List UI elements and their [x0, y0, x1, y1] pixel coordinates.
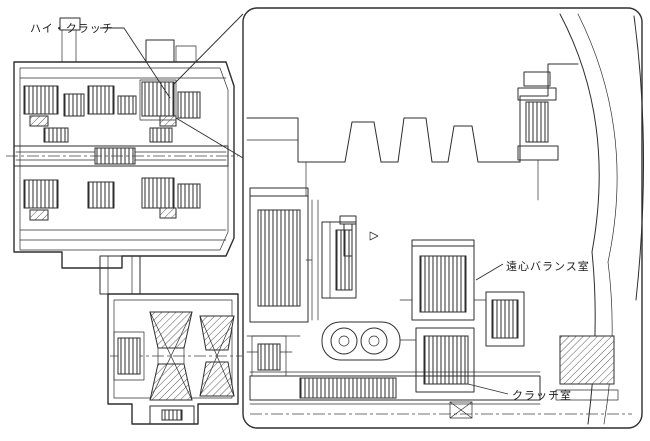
transmission-overview-section: [6, 17, 242, 425]
high-clutch-detail: [249, 187, 309, 323]
high-clutch-region: [141, 81, 175, 117]
centrifugal-balance-chamber: [411, 239, 475, 321]
case-wall-section: [559, 335, 615, 385]
label-centrifugal-balance-chamber: 遠心バランス室: [506, 259, 590, 273]
flow-arrow: [369, 231, 379, 241]
label-clutch-chamber: クラッチ室: [512, 388, 572, 402]
leader-centrifugal-balance-chamber: [475, 263, 504, 281]
input-shaft-detail: [249, 371, 632, 419]
leader-high-clutch: [100, 27, 171, 99]
leader-clutch-chamber: [467, 383, 509, 395]
detail-inset-section: [242, 7, 645, 429]
clutch-chamber: [415, 327, 475, 393]
final-drive-gear-left: [149, 311, 193, 401]
bolt-detail: [339, 215, 357, 257]
label-high-clutch: ハイ・クラッチ: [30, 22, 114, 35]
annotation-labels: ハイ・クラッチ 遠心バランス室 クラッチ室: [30, 22, 590, 402]
seal-rings: [321, 321, 401, 361]
